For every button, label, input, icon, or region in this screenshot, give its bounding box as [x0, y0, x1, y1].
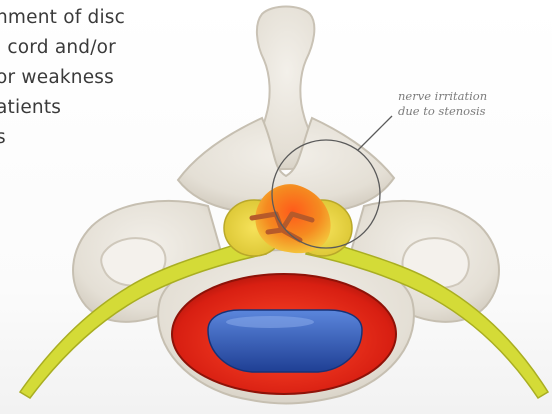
callout-leader	[358, 116, 392, 150]
disc-highlight	[226, 316, 314, 328]
callout-line: nerve irritation	[398, 89, 548, 104]
callout-line: due to stenosis	[398, 104, 548, 119]
callout-label: nerve irritation due to stenosis	[398, 89, 548, 119]
